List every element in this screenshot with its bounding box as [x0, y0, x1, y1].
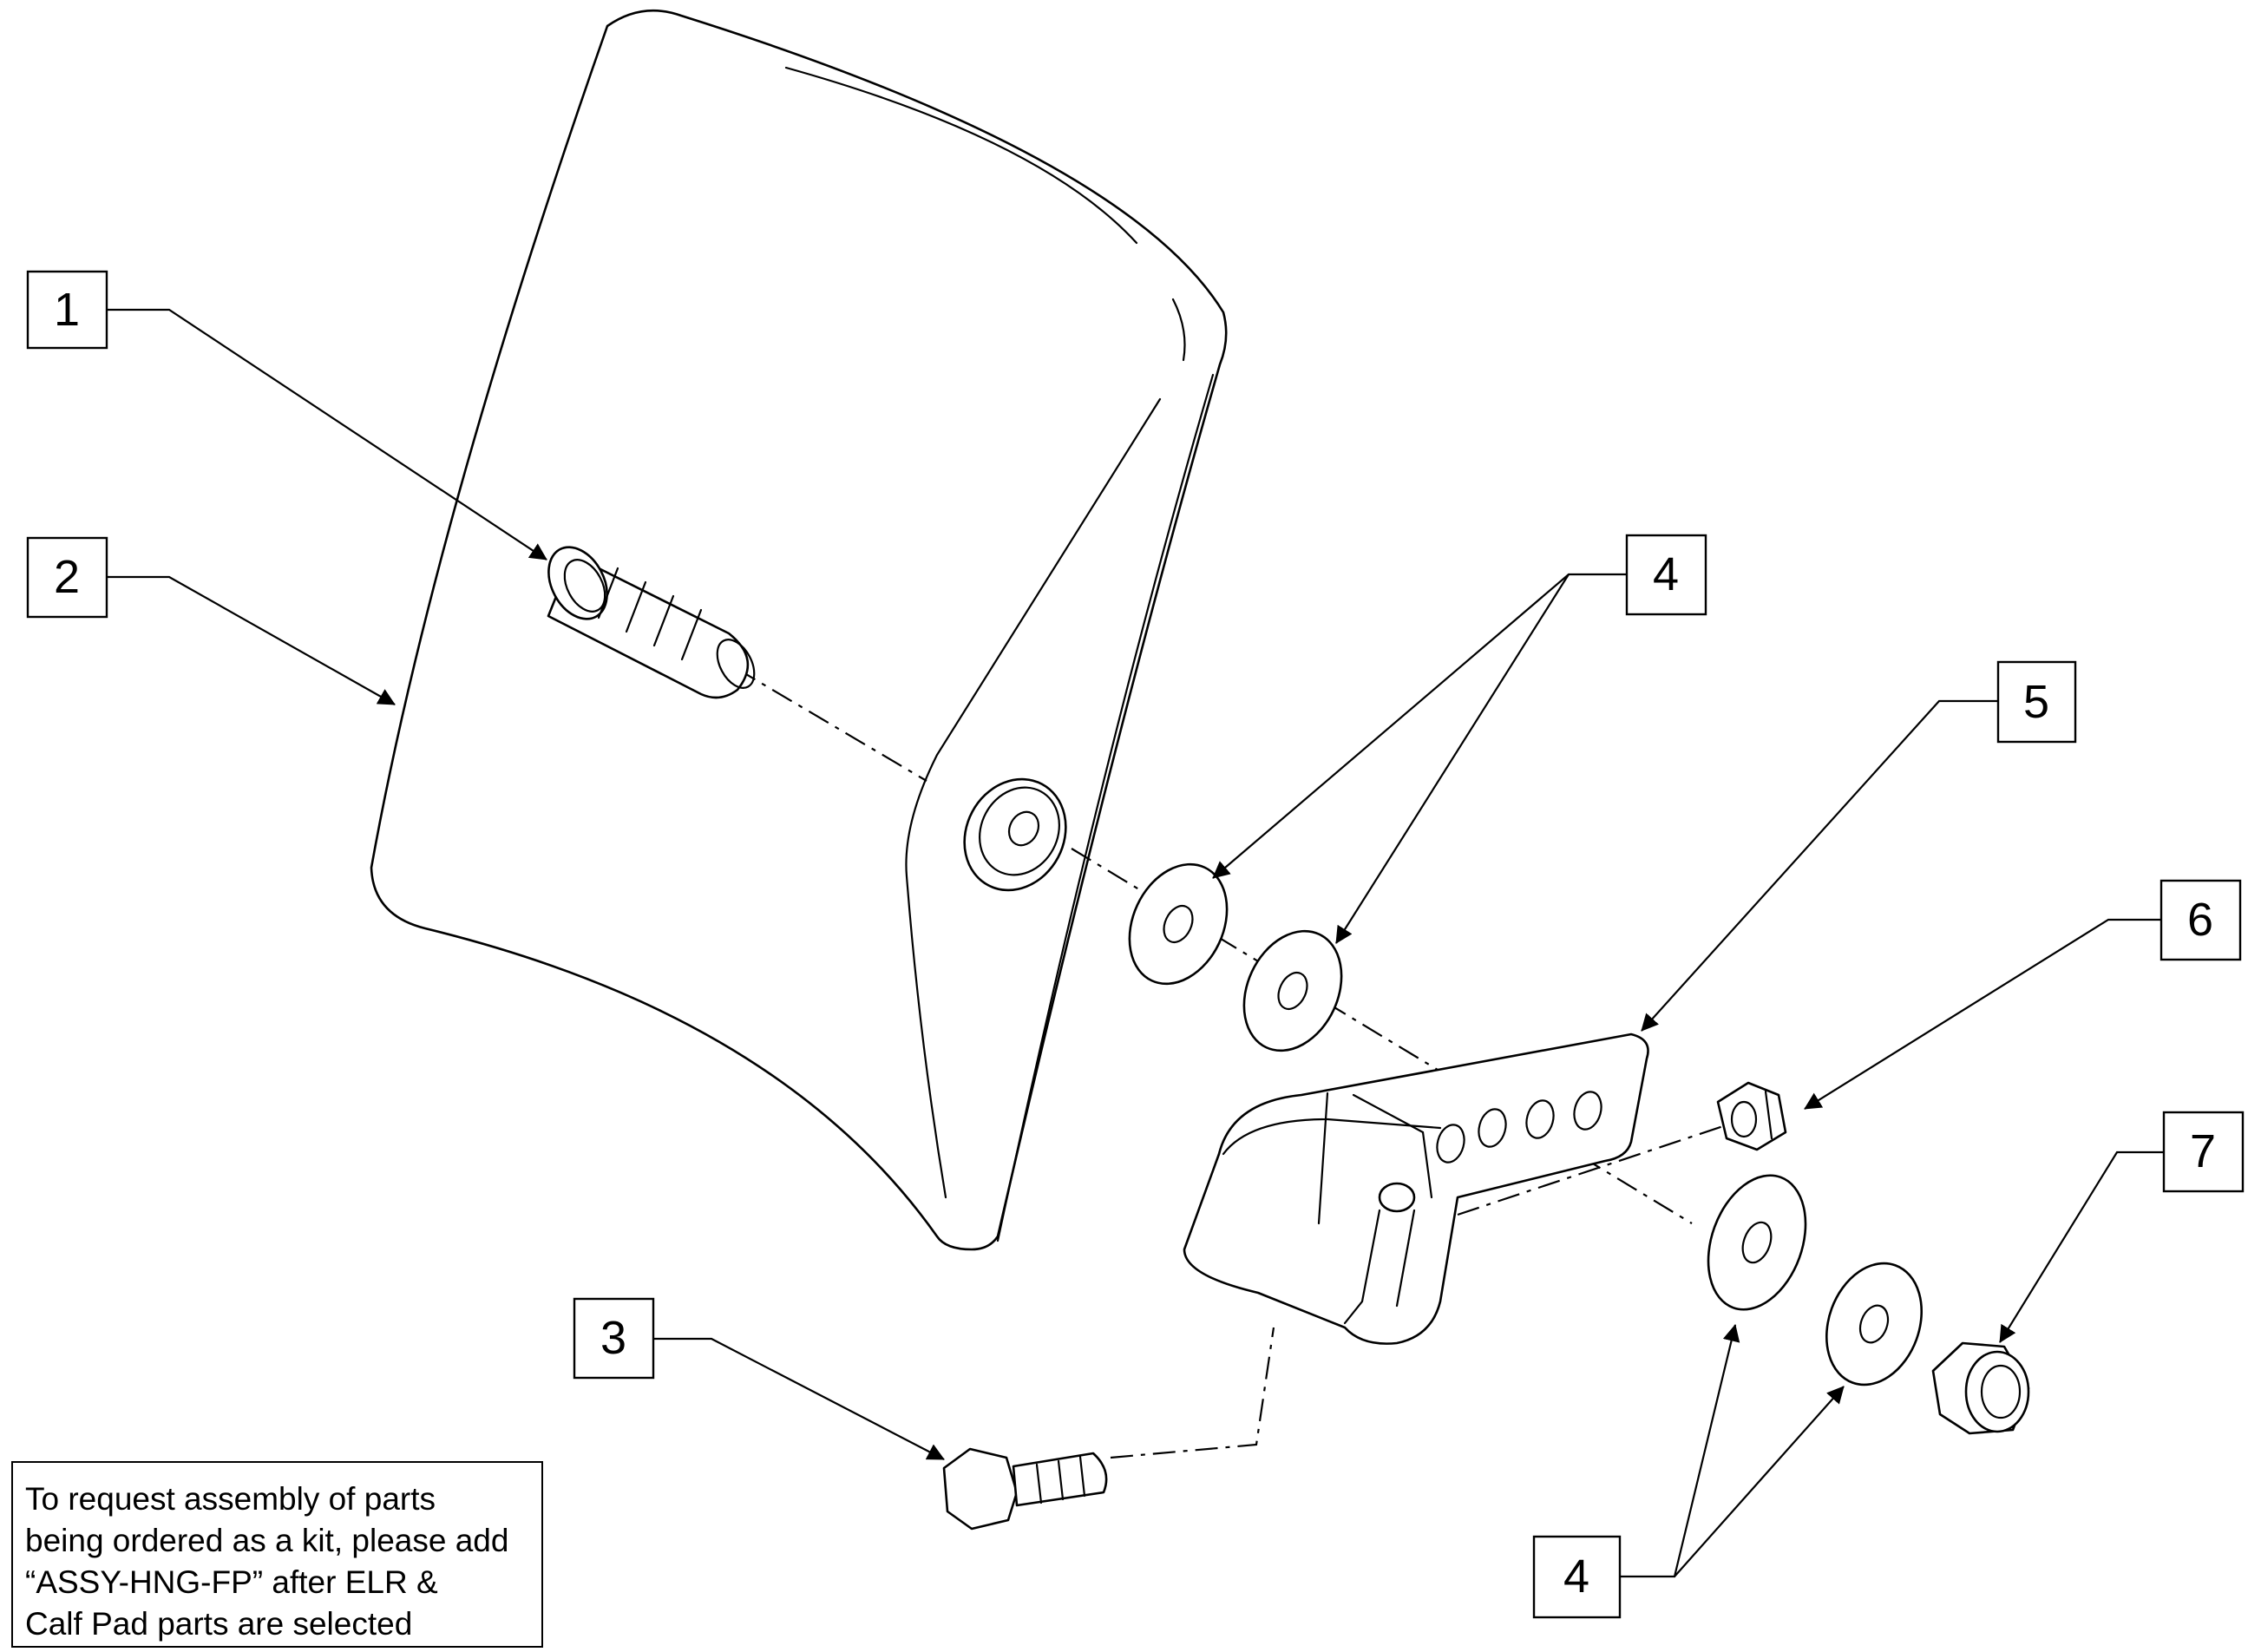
callout-5: 5 [1996, 660, 2077, 744]
callout-4b-label: 4 [1563, 1550, 1589, 1603]
washer-part-4-a [1128, 862, 1229, 986]
callout-1: 1 [26, 270, 108, 350]
calf-pad [370, 9, 1228, 1251]
nut-part-6 [1716, 1081, 1787, 1151]
note-line: Calf Pad parts are selected [25, 1606, 413, 1642]
assembly-note-box: To request assembly of parts being order… [11, 1461, 543, 1648]
note-line: being ordered as a kit, please add [25, 1523, 509, 1558]
washer-part-4-c [1707, 1174, 1807, 1311]
callout-7: 7 [2162, 1111, 2245, 1193]
callout-4a: 4 [1625, 534, 1707, 616]
note-line: “ASSY-HNG-FP” after ELR & [25, 1564, 438, 1600]
callout-2-label: 2 [54, 551, 80, 603]
callout-6: 6 [2160, 879, 2242, 961]
bolt-part-3 [942, 1447, 1108, 1531]
callout-3-label: 3 [600, 1312, 626, 1364]
callout-7-label: 7 [2190, 1125, 2216, 1177]
bracket-part-5 [1183, 1032, 1649, 1345]
washer-part-4-d [1825, 1262, 1924, 1386]
locknut-part-7 [1931, 1341, 2030, 1435]
note-line: To request assembly of parts [25, 1481, 436, 1517]
callout-6-label: 6 [2187, 894, 2213, 946]
callout-4b: 4 [1532, 1535, 1622, 1619]
callout-2: 2 [26, 536, 108, 619]
callout-3: 3 [573, 1297, 655, 1380]
washer-part-4-b [1242, 929, 1343, 1052]
screw-part-1 [547, 546, 756, 699]
callout-1-label: 1 [54, 284, 80, 336]
callout-5-label: 5 [2023, 676, 2049, 728]
callout-4a-label: 4 [1653, 548, 1679, 600]
